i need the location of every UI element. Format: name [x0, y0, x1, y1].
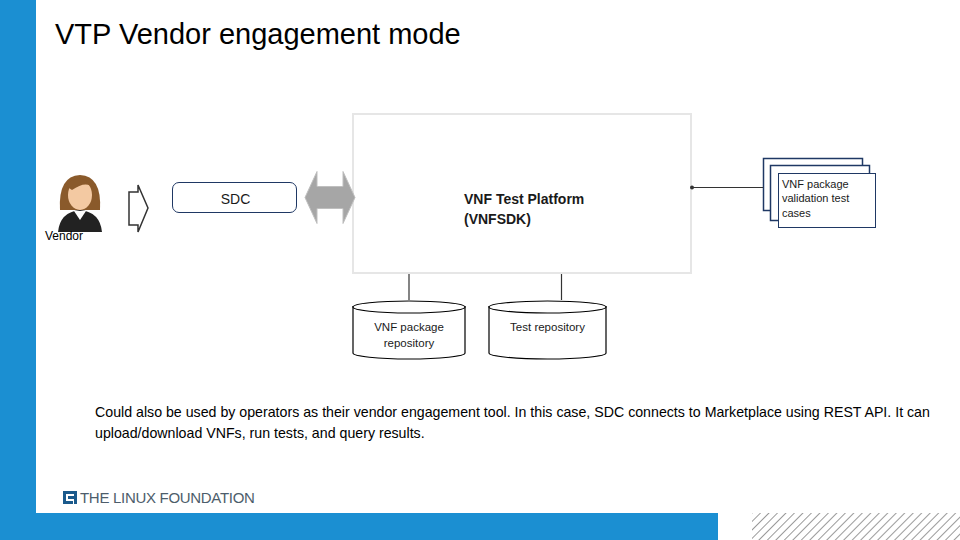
- slide-title: VTP Vendor engagement mode: [55, 18, 461, 51]
- connector: [690, 186, 763, 190]
- person-icon: [58, 175, 102, 232]
- logo-text: THE LINUX FOUNDATION: [80, 489, 255, 506]
- caption-text: Could also be used by operators as their…: [95, 402, 945, 445]
- double-arrow: [305, 172, 355, 224]
- side-bar: [0, 0, 36, 540]
- cylinder-top: [353, 301, 465, 313]
- logo-mark: [63, 491, 77, 504]
- cylinder-body: [353, 306, 465, 359]
- node-text: Test repository: [496, 319, 599, 335]
- actor-label: Vendor: [45, 229, 83, 243]
- connector: [409, 274, 410, 300]
- node-text: VNF package validation test cases: [782, 177, 875, 220]
- connector-dot: [690, 186, 694, 190]
- connector: [305, 172, 355, 224]
- connector-line: [692, 187, 763, 188]
- connector-line: [561, 274, 562, 300]
- hollow-arrow: [129, 185, 148, 232]
- platform-box: VNF Test Platform (VNFSDK): [352, 113, 692, 274]
- hatch-band: [752, 513, 960, 540]
- process-box: SDC: [172, 182, 297, 213]
- node-text: SDC: [173, 183, 298, 214]
- cylinder-body: [489, 306, 606, 359]
- node-text: VNF package repository: [360, 319, 458, 351]
- bottom-bar: [0, 513, 718, 540]
- repository-cylinder: Test repository: [488, 300, 607, 360]
- node-text: VNF Test Platform (VNFSDK): [464, 189, 614, 230]
- connector: [561, 274, 562, 300]
- test-case-card: VNF package validation test cases: [778, 173, 876, 228]
- connector-line: [408, 274, 409, 300]
- cylinder-top: [489, 301, 606, 313]
- repository-cylinder: VNF package repository: [352, 300, 466, 360]
